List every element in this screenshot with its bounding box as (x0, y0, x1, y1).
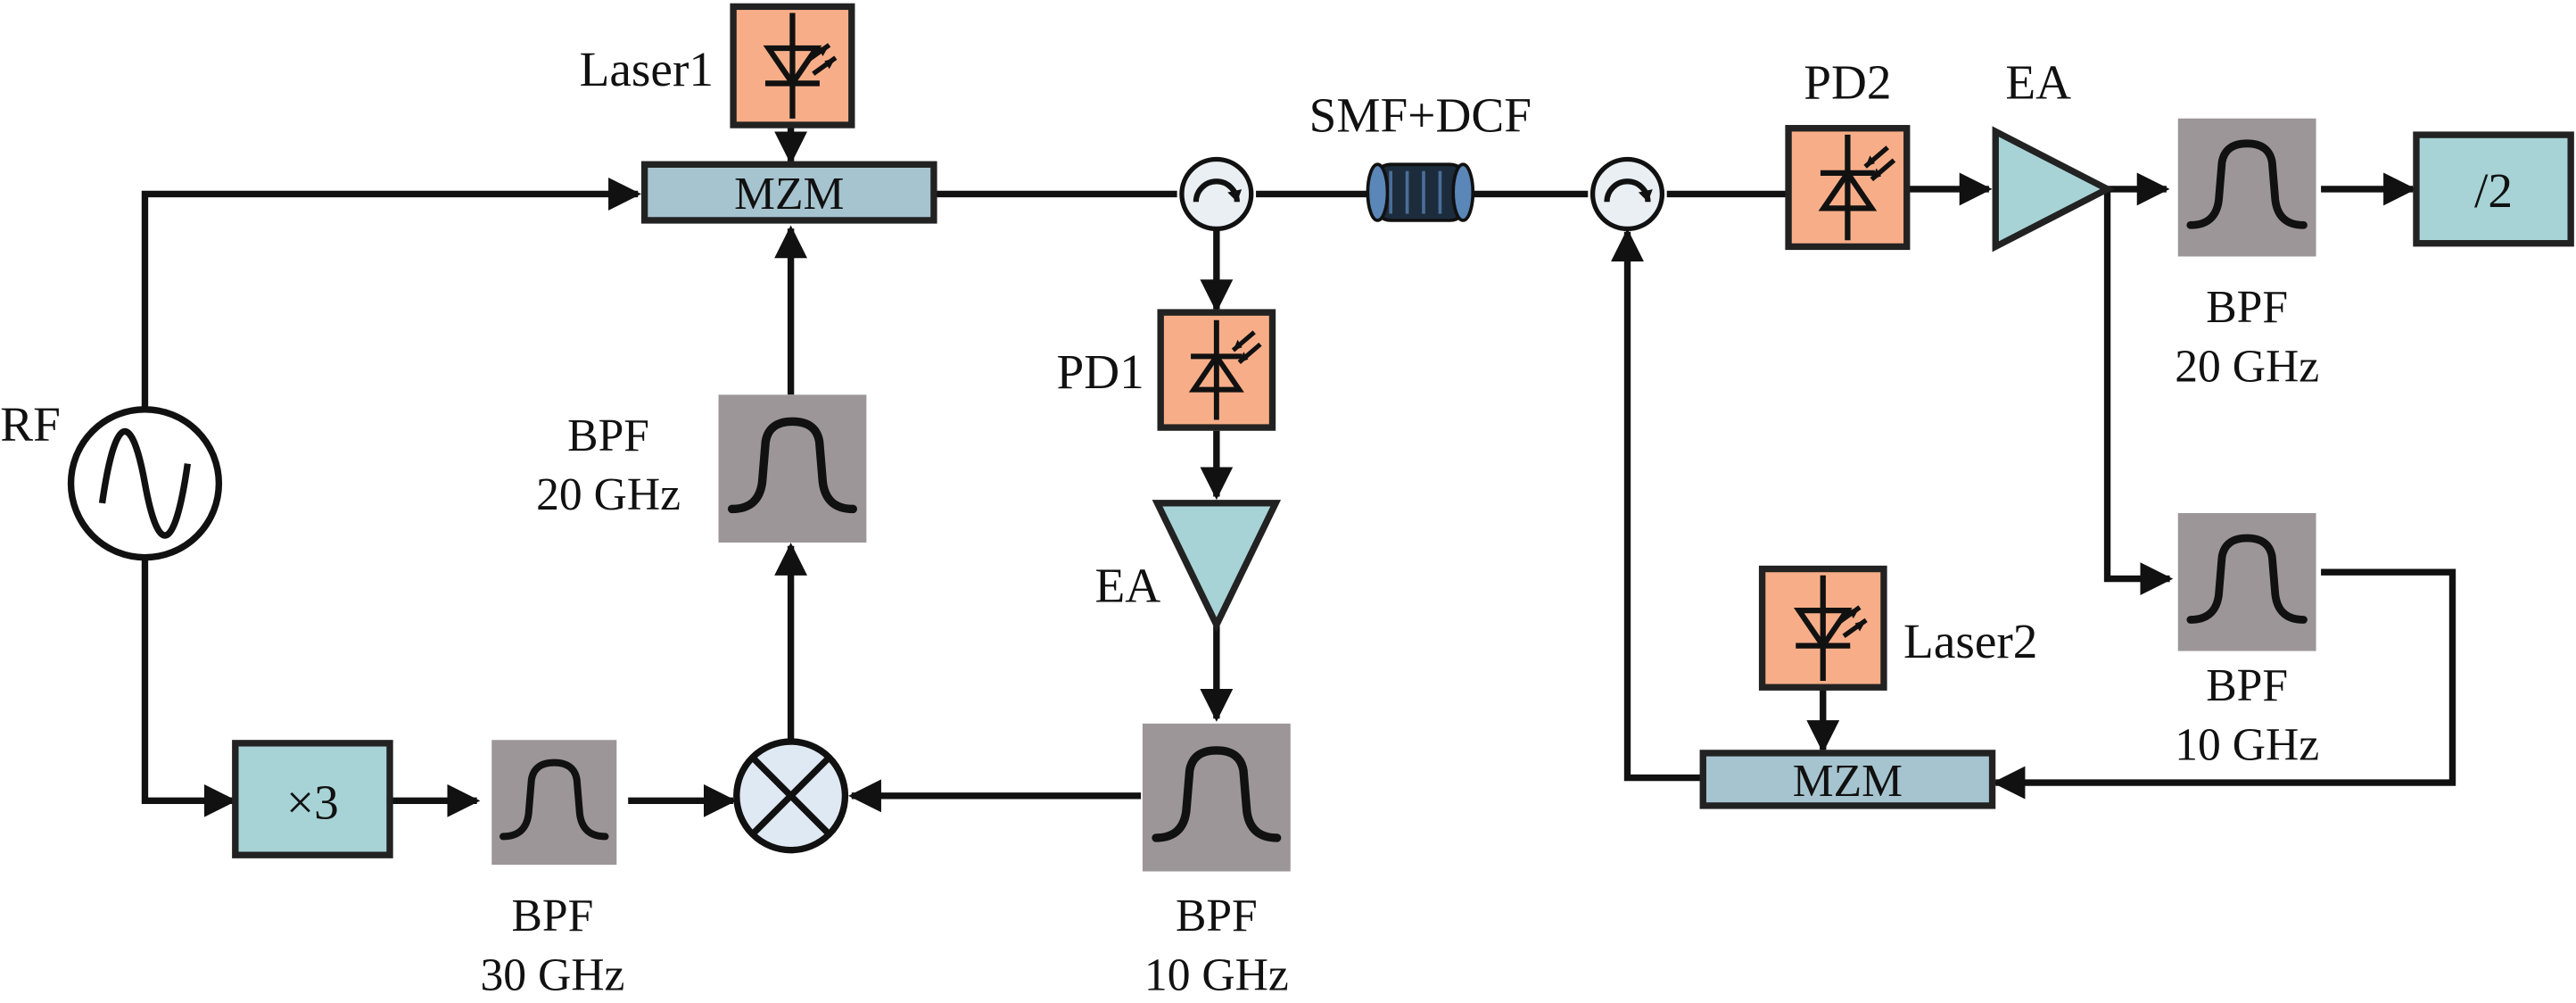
bandpass-filter-icon (2178, 513, 2316, 651)
frequency-tripler: ×3 (232, 740, 393, 858)
divider-label: /2 (2474, 163, 2513, 218)
frequency-divider: /2 (2413, 131, 2574, 247)
bpf-10ghz-right-name: BPF (2206, 660, 2288, 711)
mzm-top: MZM (640, 161, 937, 224)
amplifier-icon (1152, 500, 1282, 633)
bpf-30ghz-freq: 30 GHz (480, 949, 624, 1000)
ea-left-label: EA (1095, 558, 1161, 612)
bpf-10ghz-mid-freq: 10 GHz (1144, 949, 1289, 1000)
bpf-10ghz-right-freq: 10 GHz (2175, 719, 2319, 770)
mixer (733, 738, 849, 854)
bpf-30ghz-name: BPF (512, 891, 594, 941)
ea-left: EA (1095, 500, 1282, 633)
laser2: Laser2 (1758, 565, 2037, 691)
bandpass-filter-icon (491, 740, 616, 865)
signal-wires (141, 125, 2456, 817)
amplifier-icon (1992, 126, 2115, 253)
laser1: Laser1 (580, 3, 855, 128)
fiber-label: SMF+DCF (1309, 87, 1532, 142)
bpf-20ghz-left-name: BPF (567, 410, 649, 461)
sine-wave-icon (98, 427, 192, 539)
pd2-label: PD2 (1804, 55, 1891, 110)
bpf-20ghz-left: BPF 20 GHz (536, 394, 866, 543)
pd1-label: PD1 (1056, 344, 1144, 399)
mzm-bottom: MZM (1699, 750, 1996, 809)
bpf-30ghz: BPF 30 GHz (480, 740, 624, 1000)
bpf-10ghz-mid: BPF 10 GHz (1143, 724, 1291, 1000)
mzm-bottom-label: MZM (1793, 756, 1903, 807)
pd1: PD1 (1056, 309, 1276, 431)
bandpass-filter-icon (2178, 119, 2316, 257)
laser2-label: Laser2 (1903, 614, 2037, 668)
optical-circulator-icon (1593, 160, 1663, 229)
fiber-spool: SMF+DCF (1309, 87, 1532, 222)
bpf-20ghz-left-freq: 20 GHz (536, 469, 681, 520)
laser1-label: Laser1 (580, 42, 714, 96)
pd2: PD2 (1785, 55, 1911, 251)
bpf-10ghz-mid-name: BPF (1176, 891, 1258, 941)
bpf-20ghz-right-name: BPF (2206, 282, 2288, 333)
bandpass-filter-icon (719, 394, 867, 543)
mzm-top-label: MZM (734, 169, 844, 220)
optical-circulator-icon (1182, 160, 1251, 229)
rf-label: RF (0, 397, 61, 452)
bpf-20ghz-right-freq: 20 GHz (2175, 341, 2319, 392)
ea-right-label: EA (2005, 55, 2071, 110)
tripler-label: ×3 (286, 775, 339, 830)
bpf-10ghz-right: BPF 10 GHz (2175, 513, 2319, 770)
bpf-20ghz-right: BPF 20 GHz (2175, 119, 2319, 392)
ea-right: EA (1992, 55, 2115, 253)
bandpass-filter-icon (1143, 724, 1291, 872)
rf-source: RF (0, 397, 223, 561)
